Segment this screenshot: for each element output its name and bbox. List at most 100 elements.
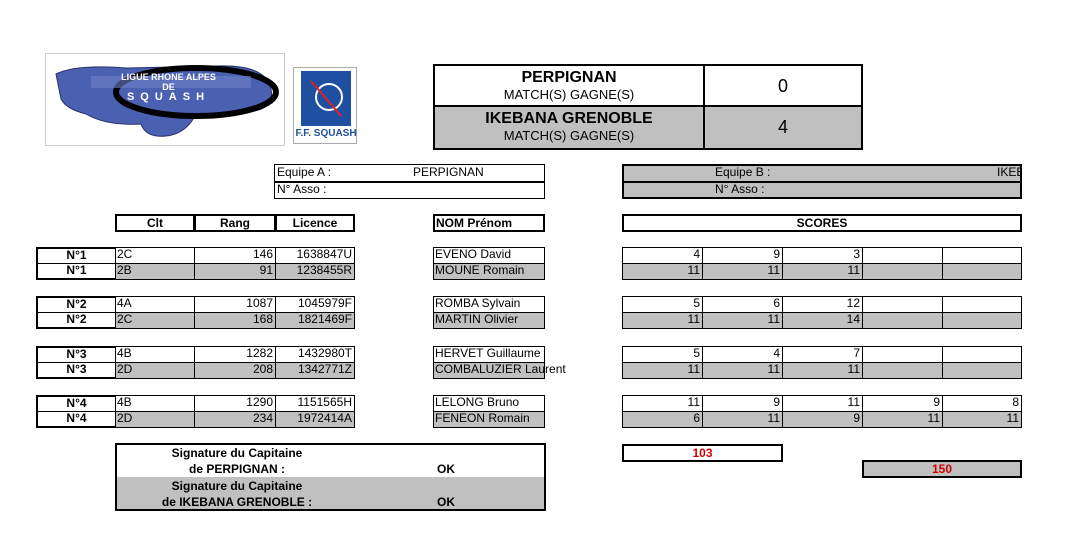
score-cell: 5 bbox=[622, 346, 703, 363]
score-cell: 4 bbox=[702, 346, 783, 363]
player-rang: 234 bbox=[194, 411, 276, 428]
score-cell: 5 bbox=[622, 296, 703, 313]
score-cell: 11 bbox=[702, 263, 783, 280]
player-name: FENEON Romain bbox=[433, 411, 545, 428]
equipe-b-asso-label: N° Asso : bbox=[715, 183, 765, 196]
equipe-a-value: PERPIGNAN bbox=[413, 166, 484, 179]
signature-b-line2: de IKEBANA GRENOBLE : bbox=[161, 495, 313, 509]
score-cell bbox=[862, 296, 943, 313]
player-name: MARTIN Olivier bbox=[433, 312, 545, 329]
score-cell: 9 bbox=[862, 395, 943, 412]
score-cell bbox=[862, 263, 943, 280]
player-clt: 2D bbox=[115, 411, 195, 428]
score-cell bbox=[862, 362, 943, 379]
header-clt: Clt bbox=[115, 214, 195, 232]
player-rang: 91 bbox=[194, 263, 276, 280]
team-b-name: IKEBANA GRENOBLE bbox=[485, 110, 653, 127]
score-cell: 9 bbox=[702, 395, 783, 412]
signature-b-line1: Signature du Capitaine bbox=[171, 479, 303, 493]
match-number: N°3 bbox=[36, 346, 116, 363]
score-cell: 6 bbox=[622, 411, 703, 428]
match-number: N°4 bbox=[36, 411, 116, 428]
score-cell bbox=[942, 346, 1022, 363]
team-a-score: 0 bbox=[705, 66, 861, 107]
score-cell: 11 bbox=[702, 411, 783, 428]
player-name: ROMBA Sylvain bbox=[433, 296, 545, 313]
score-cell bbox=[942, 263, 1022, 280]
match-number: N°3 bbox=[36, 362, 116, 379]
score-cell: 11 bbox=[622, 395, 703, 412]
score-cell: 11 bbox=[782, 362, 863, 379]
score-cell: 11 bbox=[782, 395, 863, 412]
player-rang: 168 bbox=[194, 312, 276, 329]
player-name: HERVET Guillaume bbox=[433, 346, 545, 363]
player-clt: 4A bbox=[115, 296, 195, 313]
equipe-b-value: IKEB bbox=[997, 166, 1020, 179]
player-licence: 1342771Z bbox=[275, 362, 355, 379]
signature-box: Signature du Capitaine de PERPIGNAN : OK… bbox=[115, 443, 546, 511]
header-licence: Licence bbox=[275, 214, 355, 232]
signature-a-line1: Signature du Capitaine bbox=[171, 446, 303, 460]
player-licence: 1638847U bbox=[275, 247, 355, 264]
player-licence: 1045979F bbox=[275, 296, 355, 313]
player-licence: 1432980T bbox=[275, 346, 355, 363]
score-cell: 6 bbox=[702, 296, 783, 313]
score-cell: 4 bbox=[622, 247, 703, 264]
score-cell: 9 bbox=[782, 411, 863, 428]
player-clt: 4B bbox=[115, 395, 195, 412]
player-clt: 4B bbox=[115, 346, 195, 363]
player-licence: 1151565H bbox=[275, 395, 355, 412]
score-cell bbox=[862, 346, 943, 363]
total-a: 103 bbox=[622, 444, 783, 462]
summary-team-b: IKEBANA GRENOBLE MATCH(S) GAGNE(S) bbox=[435, 107, 705, 148]
match-number: N°1 bbox=[36, 247, 116, 264]
player-clt: 2D bbox=[115, 362, 195, 379]
score-cell: 14 bbox=[782, 312, 863, 329]
player-clt: 2B bbox=[115, 263, 195, 280]
player-name: LELONG Bruno bbox=[433, 395, 545, 412]
score-cell bbox=[942, 362, 1022, 379]
summary-box: PERPIGNAN MATCH(S) GAGNE(S) 0 IKEBANA GR… bbox=[433, 64, 863, 150]
player-licence: 1238455R bbox=[275, 263, 355, 280]
player-clt: 2C bbox=[115, 312, 195, 329]
team-a-name: PERPIGNAN bbox=[521, 69, 617, 86]
score-cell bbox=[862, 247, 943, 264]
equipe-a-asso-label: N° Asso : bbox=[277, 183, 327, 196]
player-name: EVENO David bbox=[433, 247, 545, 264]
score-cell: 11 bbox=[622, 312, 703, 329]
equipe-a-label: Equipe A : bbox=[277, 166, 332, 179]
signature-b-value: OK bbox=[437, 495, 455, 509]
player-name: MOUNE Romain bbox=[433, 263, 545, 280]
score-cell: 7 bbox=[782, 346, 863, 363]
team-b-sub: MATCH(S) GAGNE(S) bbox=[503, 128, 635, 143]
equipe-a-box: Equipe A : PERPIGNAN N° Asso : bbox=[274, 164, 545, 199]
match-number: N°2 bbox=[36, 312, 116, 329]
score-cell: 11 bbox=[782, 263, 863, 280]
score-cell bbox=[942, 312, 1022, 329]
score-cell: 11 bbox=[702, 362, 783, 379]
score-cell: 9 bbox=[702, 247, 783, 264]
total-b: 150 bbox=[862, 460, 1022, 478]
equipe-b-label: Equipe B : bbox=[715, 166, 771, 179]
equipe-b-box: Equipe B : IKEB N° Asso : bbox=[622, 164, 1022, 199]
score-cell: 3 bbox=[782, 247, 863, 264]
signature-b: Signature du Capitaine de IKEBANA GRENOB… bbox=[117, 477, 544, 509]
player-licence: 1821469F bbox=[275, 312, 355, 329]
match-number: N°1 bbox=[36, 263, 116, 280]
player-licence: 1972414A bbox=[275, 411, 355, 428]
ff-squash-label: F.F. SQUASH bbox=[295, 128, 357, 139]
player-rang: 1290 bbox=[194, 395, 276, 412]
ff-squash-logo: F.F. SQUASH bbox=[293, 67, 357, 144]
player-rang: 1282 bbox=[194, 346, 276, 363]
player-rang: 146 bbox=[194, 247, 276, 264]
match-number: N°4 bbox=[36, 395, 116, 412]
header-scores: SCORES bbox=[622, 214, 1022, 232]
score-cell: 12 bbox=[782, 296, 863, 313]
player-name: COMBALUZIER Laurent bbox=[433, 362, 566, 379]
score-cell bbox=[942, 296, 1022, 313]
team-b-score: 4 bbox=[705, 107, 861, 148]
score-cell: 11 bbox=[862, 411, 943, 428]
header-rang: Rang bbox=[194, 214, 276, 232]
score-cell: 11 bbox=[622, 263, 703, 280]
player-rang: 208 bbox=[194, 362, 276, 379]
